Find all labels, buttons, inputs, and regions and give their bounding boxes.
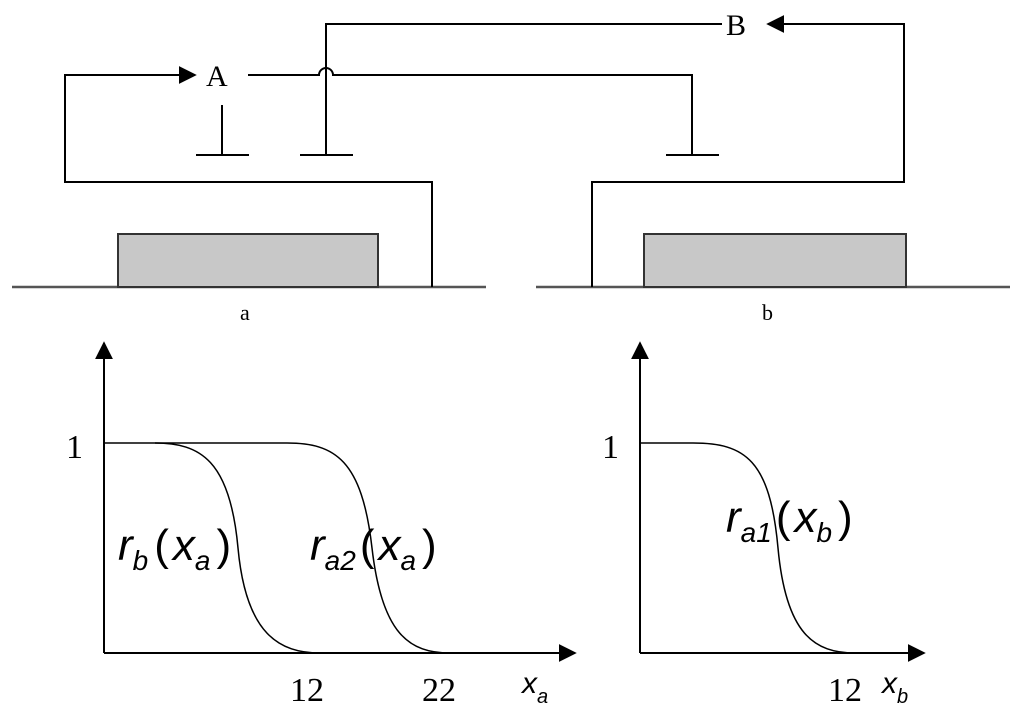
signal-b-line — [325, 23, 722, 155]
right-plot-x-tick-12: 12 — [828, 672, 862, 709]
curve-ra2 — [155, 442, 451, 654]
left-plot-x-tick-12: 12 — [290, 672, 324, 709]
curve-ra1 — [640, 442, 856, 654]
left-loop-path — [64, 66, 433, 287]
signal-b-label: B — [726, 9, 746, 42]
curve-ra1-label: ra1(xb) — [726, 493, 853, 548]
panel-b-caption: b — [762, 300, 773, 325]
left-plot-x-tick-22: 22 — [422, 672, 456, 709]
left-plot-y-tick: 1 — [66, 429, 83, 466]
block-left — [117, 233, 379, 288]
curve-ra2-label: ra2(xa) — [310, 521, 437, 576]
curve-rb-label: rb(xa) — [118, 521, 231, 576]
right-plot-y-tick: 1 — [602, 429, 619, 466]
block-right — [643, 233, 907, 288]
left-plot-x-axis-label: xa — [520, 667, 548, 708]
signal-a-line — [248, 67, 693, 155]
curve-rb — [104, 442, 321, 654]
right-loop-path — [591, 15, 905, 287]
right-plot-x-axis-label: xb — [880, 667, 908, 708]
panel-a-caption: a — [240, 300, 250, 325]
signal-a-label: A — [206, 60, 228, 93]
